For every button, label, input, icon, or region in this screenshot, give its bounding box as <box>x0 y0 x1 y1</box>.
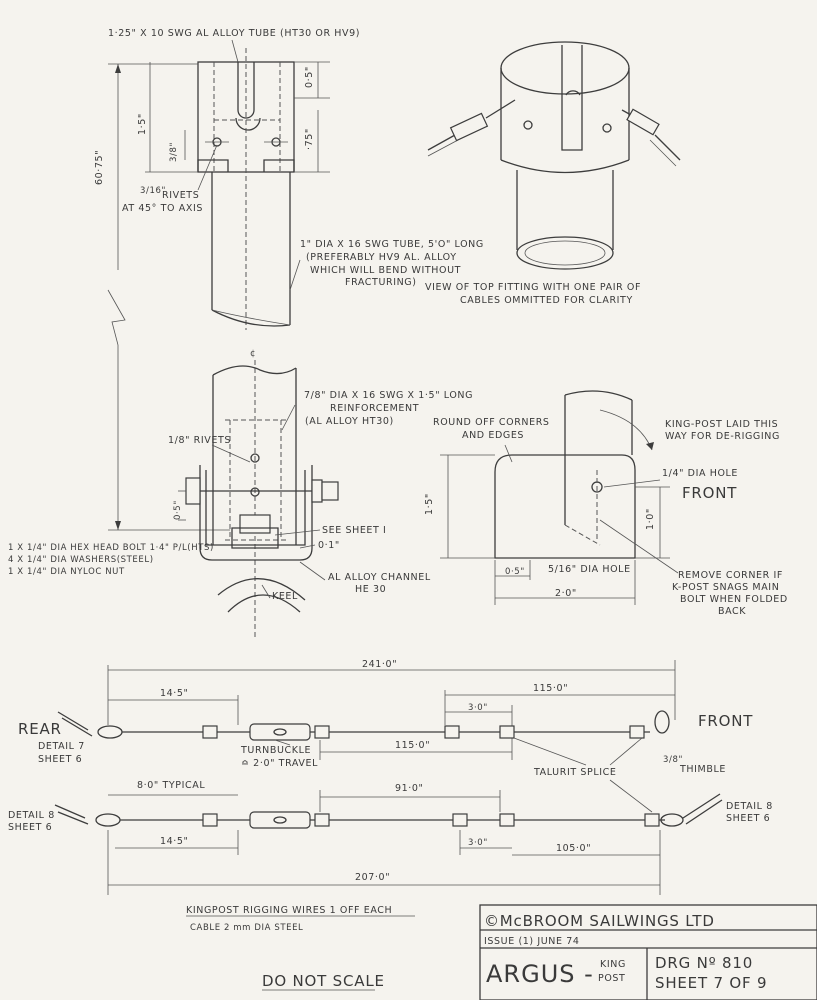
detail8-right-line1: DETAIL 8 <box>726 801 773 812</box>
typical-spacing-dim: 8·0" TYPICAL <box>137 780 205 791</box>
top-tube-detail: 1·25" X 10 SWG AL ALLOY TUBE (HT30 OR HV… <box>94 28 484 531</box>
lower-overall-dim: 207·0" <box>355 872 390 883</box>
detail8-left-line1: DETAIL 8 <box>8 810 55 821</box>
overall-height-dim: 60·75" <box>94 150 105 185</box>
centerline-mark: ¢ <box>250 349 256 359</box>
detail8-left-line2: SHEET 6 <box>8 822 52 833</box>
company-name: ©McBROOM SAILWINGS LTD <box>484 912 715 930</box>
reinforcement-line3: (AL ALLOY HT30) <box>305 416 394 427</box>
tube2-spec-line3: WHICH WILL BEND WITHOUT <box>310 265 461 276</box>
mid-segment-dim: 115·0" <box>395 740 430 751</box>
hole-height-dim: 1·0" <box>645 508 656 530</box>
overall-length-dim: 241·0" <box>362 659 397 670</box>
rivets-eighth-label: 1/8" RIVETS <box>168 435 231 446</box>
remove-note-line2: K-POST SNAGS MAIN <box>672 582 779 593</box>
bolt-spec-line2: 4 X 1/4" DIA WASHERS(STEEL) <box>8 555 154 565</box>
bolt-offset-dim: 0·5" <box>173 500 183 520</box>
tube2-spec-line2: (PREFERABLY HV9 AL. ALLOY <box>306 252 457 263</box>
detail8-right-line2: SHEET 6 <box>726 813 770 824</box>
do-not-scale: DO NOT SCALE <box>262 972 385 990</box>
cable-spec: CABLE 2 mm DIA STEEL <box>190 923 303 933</box>
title-block: ©McBROOM SAILWINGS LTD ISSUE (1) JUNE 74… <box>479 904 817 1000</box>
thimble-size: 3/8" <box>663 755 683 765</box>
issue-label: ISSUE (1) JUNE 74 <box>484 936 580 947</box>
rivets-angle-label: AT 45° TO AXIS <box>122 203 203 214</box>
part-name-line2: POST <box>598 973 625 984</box>
plate-detail-view: ROUND OFF CORNERS AND EDGES KING-POST LA… <box>424 390 788 617</box>
slot-depth-dim: 0·5" <box>304 66 315 88</box>
rivet-offset-dim: 3/8" <box>169 142 179 162</box>
bolt-spec-line3: 1 X 1/4" DIA NYLOC NUT <box>8 567 125 577</box>
remove-note-line3: BOLT WHEN FOLDED <box>680 594 788 605</box>
main-hole-label: 5/16" DIA HOLE <box>548 564 631 575</box>
sleeve-top-dim: 3·0" <box>468 703 488 713</box>
project-name: ARGUS - <box>486 960 594 988</box>
tube2-spec-line4: FRACTURING) <box>345 277 417 288</box>
hole-offset-dim: 0·5" <box>505 567 525 577</box>
lower-segment-dim: 91·0" <box>395 783 424 794</box>
front-segment-bot-dim: 105·0" <box>556 843 591 854</box>
top-fitting-perspective: VIEW OF TOP FITTING WITH ONE PAIR OF CAB… <box>425 41 681 306</box>
remove-note-line4: BACK <box>718 606 746 617</box>
turnbuckle-offset-bot-dim: 14·5" <box>160 836 189 847</box>
drawing-number: DRG Nº 810 <box>655 954 753 972</box>
tube2-spec-line1: 1" DIA X 16 SWG TUBE, 5'O" LONG <box>300 239 484 250</box>
remove-note-line1: REMOVE CORNER IF <box>678 570 783 581</box>
gap-dim: 0·1" <box>318 540 340 551</box>
rear-label: REAR <box>18 720 62 738</box>
slot-length-dim: 1·5" <box>137 113 148 135</box>
sheet-number: SHEET 7 OF 9 <box>655 974 767 992</box>
view-caption-line2: CABLES OMMITTED FOR CLARITY <box>460 295 633 306</box>
thimble-label: THIMBLE <box>679 764 726 775</box>
reinforcement-line2: REINFORCEMENT <box>330 403 419 414</box>
kingpost-note-line2: WAY FOR DE-RIGGING <box>665 431 780 442</box>
round-off-label-line1: ROUND OFF CORNERS <box>433 417 550 428</box>
turnbuckle-line1: TURNBUCKLE <box>240 745 311 756</box>
front-segment-top-dim: 115·0" <box>533 683 568 694</box>
sleeve-bot-dim: 3·0" <box>468 838 488 848</box>
round-off-label-line2: AND EDGES <box>462 430 524 441</box>
channel-label-line2: HE 30 <box>355 584 386 595</box>
see-sheet-label: SEE SHEET I <box>322 525 386 536</box>
plate-height-dim: 1·5" <box>424 493 435 515</box>
tube-spec-label: 1·25" X 10 SWG AL ALLOY TUBE (HT30 OR HV… <box>108 28 360 39</box>
kingpost-note-line1: KING-POST LAID THIS <box>665 419 778 430</box>
rivet-size-label: 3/16" <box>140 186 166 196</box>
turnbuckle-line2: ≏ 2·0" TRAVEL <box>241 758 318 769</box>
part-name-line1: KING <box>600 959 626 970</box>
talurit-label: TALURIT SPLICE <box>533 767 616 778</box>
detail7-line2: SHEET 6 <box>38 754 82 765</box>
rivets-label: RIVETS <box>162 190 199 201</box>
plate-front-label: FRONT <box>682 484 737 502</box>
rivet-pitch-dim: ·75" <box>304 128 315 150</box>
keel-label: KEEL <box>272 591 298 602</box>
plate-width-dim: 2·0" <box>555 588 577 599</box>
front-label: FRONT <box>698 712 753 730</box>
rigging-wires-drawing: 241·0" 14·5" 115·0" 3·0" REAR FRONT DETA… <box>8 659 773 991</box>
turnbuckle-offset-top-dim: 14·5" <box>160 688 189 699</box>
rigging-caption: KINGPOST RIGGING WIRES 1 OFF EACH <box>186 905 392 916</box>
bolt-spec-line1: 1 X 1/4" DIA HEX HEAD BOLT 1·4" P/L(HTS) <box>8 543 214 553</box>
quarter-hole-label: 1/4" DIA HOLE <box>662 468 738 479</box>
base-assembly-view: ¢ 7/8" DIA <box>8 349 473 640</box>
reinforcement-line1: 7/8" DIA X 16 SWG X 1·5" LONG <box>304 390 473 401</box>
detail7-line1: DETAIL 7 <box>38 741 85 752</box>
view-caption-line1: VIEW OF TOP FITTING WITH ONE PAIR OF <box>425 282 641 293</box>
channel-label-line1: AL ALLOY CHANNEL <box>328 572 431 583</box>
